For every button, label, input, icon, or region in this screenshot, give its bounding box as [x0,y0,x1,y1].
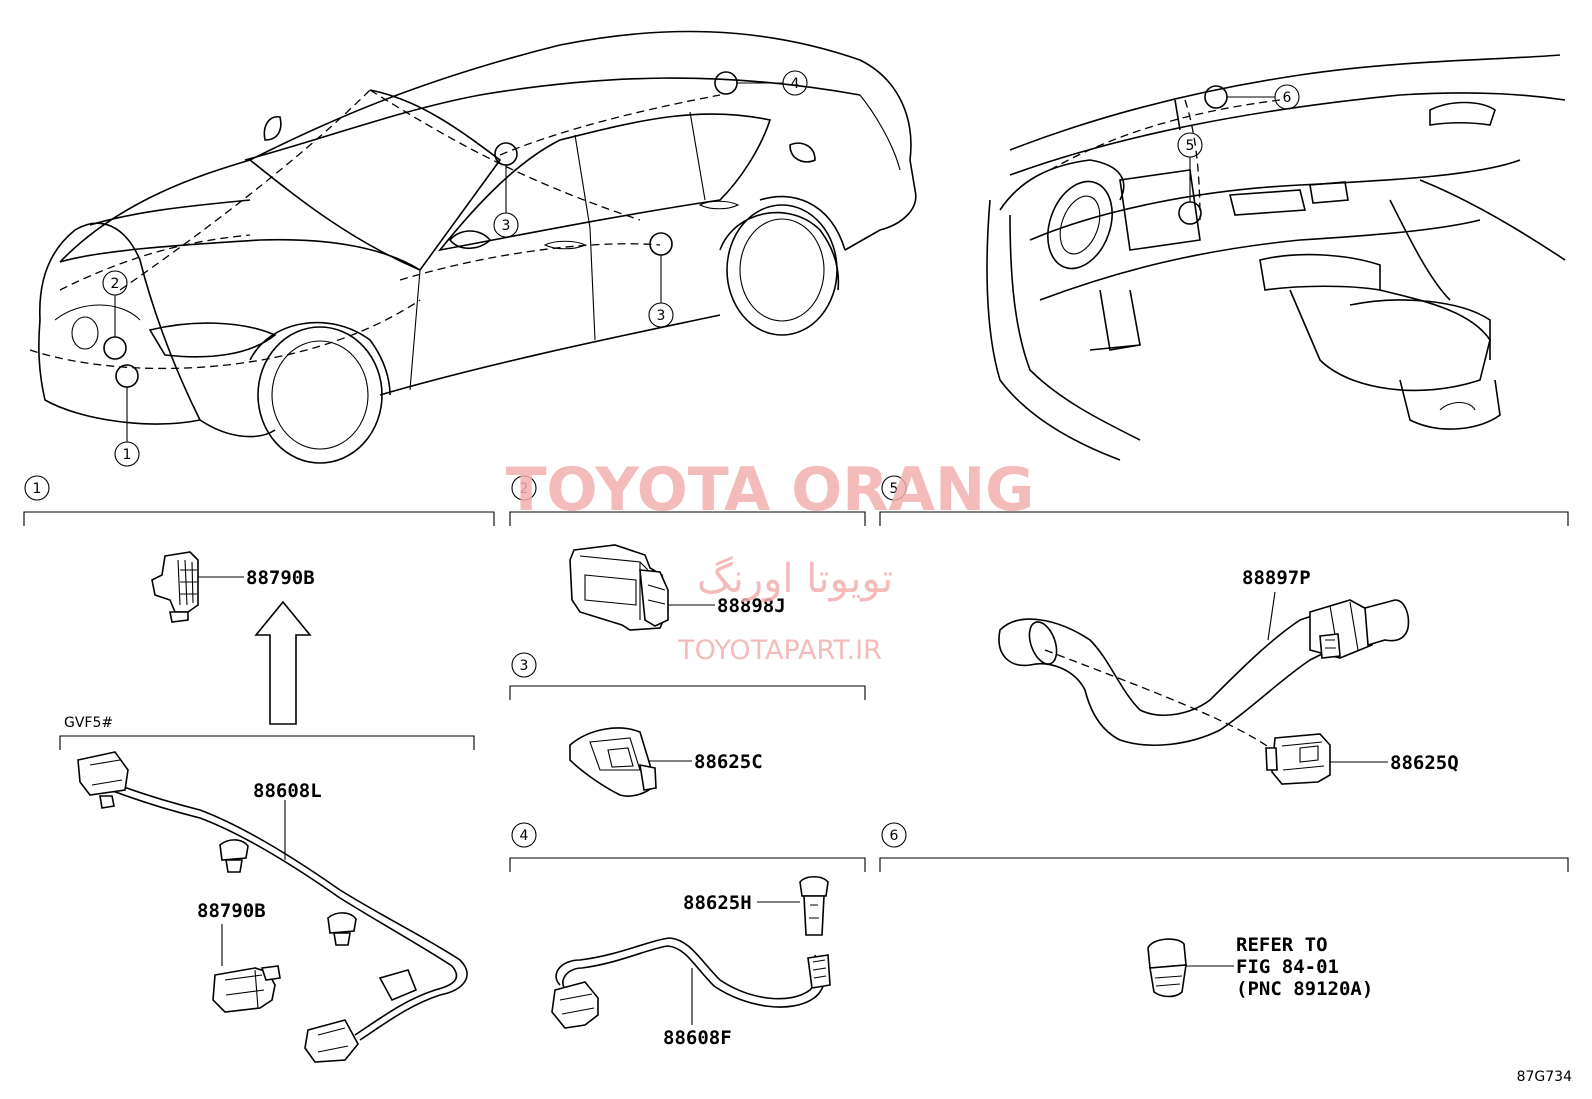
refer-note: REFER TO FIG 84-01 (PNC 89120A) [1236,934,1373,1000]
svg-text:1: 1 [123,447,132,463]
svg-text:5: 5 [1186,138,1195,154]
svg-text:3: 3 [502,218,511,234]
variant-bracket [59,735,475,750]
watermark-brand: TOYOTA ORANG [506,455,1035,525]
svg-text:3: 3 [520,658,529,674]
sensor-89120A[interactable] [1147,938,1187,998]
callout-3-exterior-lower: 3 [648,255,674,328]
watermark-site: TOYOTAPART.IR [677,635,882,666]
watermark-persian: تویوتا اورنگ [697,556,893,602]
svg-text:1: 1 [33,481,42,497]
cover-88897P[interactable] [998,599,1410,746]
section-3-header: 3 [509,652,866,700]
part-88625H-label[interactable]: 88625H [683,892,752,914]
part-88625C-label[interactable]: 88625C [694,751,763,773]
part-88898J-label[interactable]: 88898J [717,595,786,617]
section-5-header: 5 [879,475,1569,526]
svg-text:5: 5 [890,481,899,497]
part-88790B-top-label[interactable]: 88790B [246,567,315,589]
part-88608L-label[interactable]: 88608L [253,780,322,802]
variant-label: GVF5# [64,715,113,731]
section-4-header: 4 [509,822,866,872]
svg-text:REFER TO: REFER TO [1236,934,1328,956]
part-88790B-bottom-label[interactable]: 88790B [197,900,266,922]
sensor-88790B-bottom[interactable] [212,965,281,1013]
svg-text:3: 3 [657,308,666,324]
sensor-88625C[interactable] [569,727,657,797]
callout-4-exterior: 4 [737,70,808,96]
part-88625Q-label[interactable]: 88625Q [1390,752,1459,774]
section-6-header: 6 [879,822,1569,872]
svg-text:6: 6 [890,828,899,844]
callout-1-exterior: 1 [114,387,140,467]
car-interior-illustration [986,54,1566,461]
callout-2-exterior: 2 [102,270,128,337]
svg-text:2: 2 [111,276,120,292]
sensor-88625H[interactable] [799,875,829,936]
svg-text:6: 6 [1283,90,1292,106]
section-2-header: 2 [509,475,866,526]
assembly-arrow [254,600,312,725]
svg-text:4: 4 [520,828,529,844]
svg-text:FIG 84-01: FIG 84-01 [1236,956,1339,978]
svg-text:(PNC 89120A): (PNC 89120A) [1236,978,1373,1000]
sensor-88898J[interactable] [569,544,669,631]
watermark: TOYOTA ORANG تویوتا اورنگ TOYOTAPART.IR [506,455,1035,666]
svg-text:4: 4 [791,76,800,92]
sensor-markers-exterior [103,71,738,388]
callout-3-exterior-upper: 3 [493,165,519,238]
sensor-88790B-top[interactable] [151,551,199,623]
sensor-markers-interior [1178,85,1228,225]
section-1-header: 1 [23,475,495,526]
callout-6-interior: 6 [1227,84,1300,110]
sensor-88625Q[interactable] [1265,733,1331,785]
car-exterior-illustration [29,30,917,464]
svg-text:2: 2 [520,481,529,497]
part-88608F-label[interactable]: 88608F [663,1027,732,1049]
callout-5-interior: 5 [1177,132,1203,202]
figure-id: 87G734 [1517,1069,1572,1085]
part-88897P-label[interactable]: 88897P [1242,567,1311,589]
harness-88608L[interactable] [77,751,468,1063]
harness-88608F[interactable] [551,937,831,1029]
